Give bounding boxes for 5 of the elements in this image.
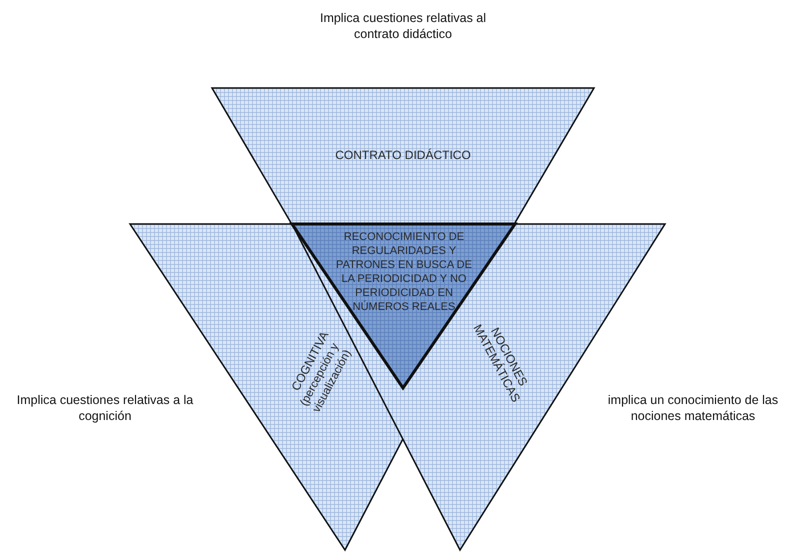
- annotation-text: implica un conocimiento de las nociones matemáticas: [606, 392, 780, 424]
- annotation-text: Implica cuestiones relativas al contrato didáctico: [318, 10, 488, 42]
- panel-label: RECONOCIMIENTO DE REGULARIDADES Y PATRONES EN BUSCA DE LA PERIODICIDAD Y NO PERIODICIDAD EN NÚMEROS REALES: [335, 230, 473, 314]
- annotation-text: Implica cuestiones relativas a la cognición: [16, 392, 194, 424]
- panel-label: CONTRATO DIDÁCTICO: [334, 148, 472, 162]
